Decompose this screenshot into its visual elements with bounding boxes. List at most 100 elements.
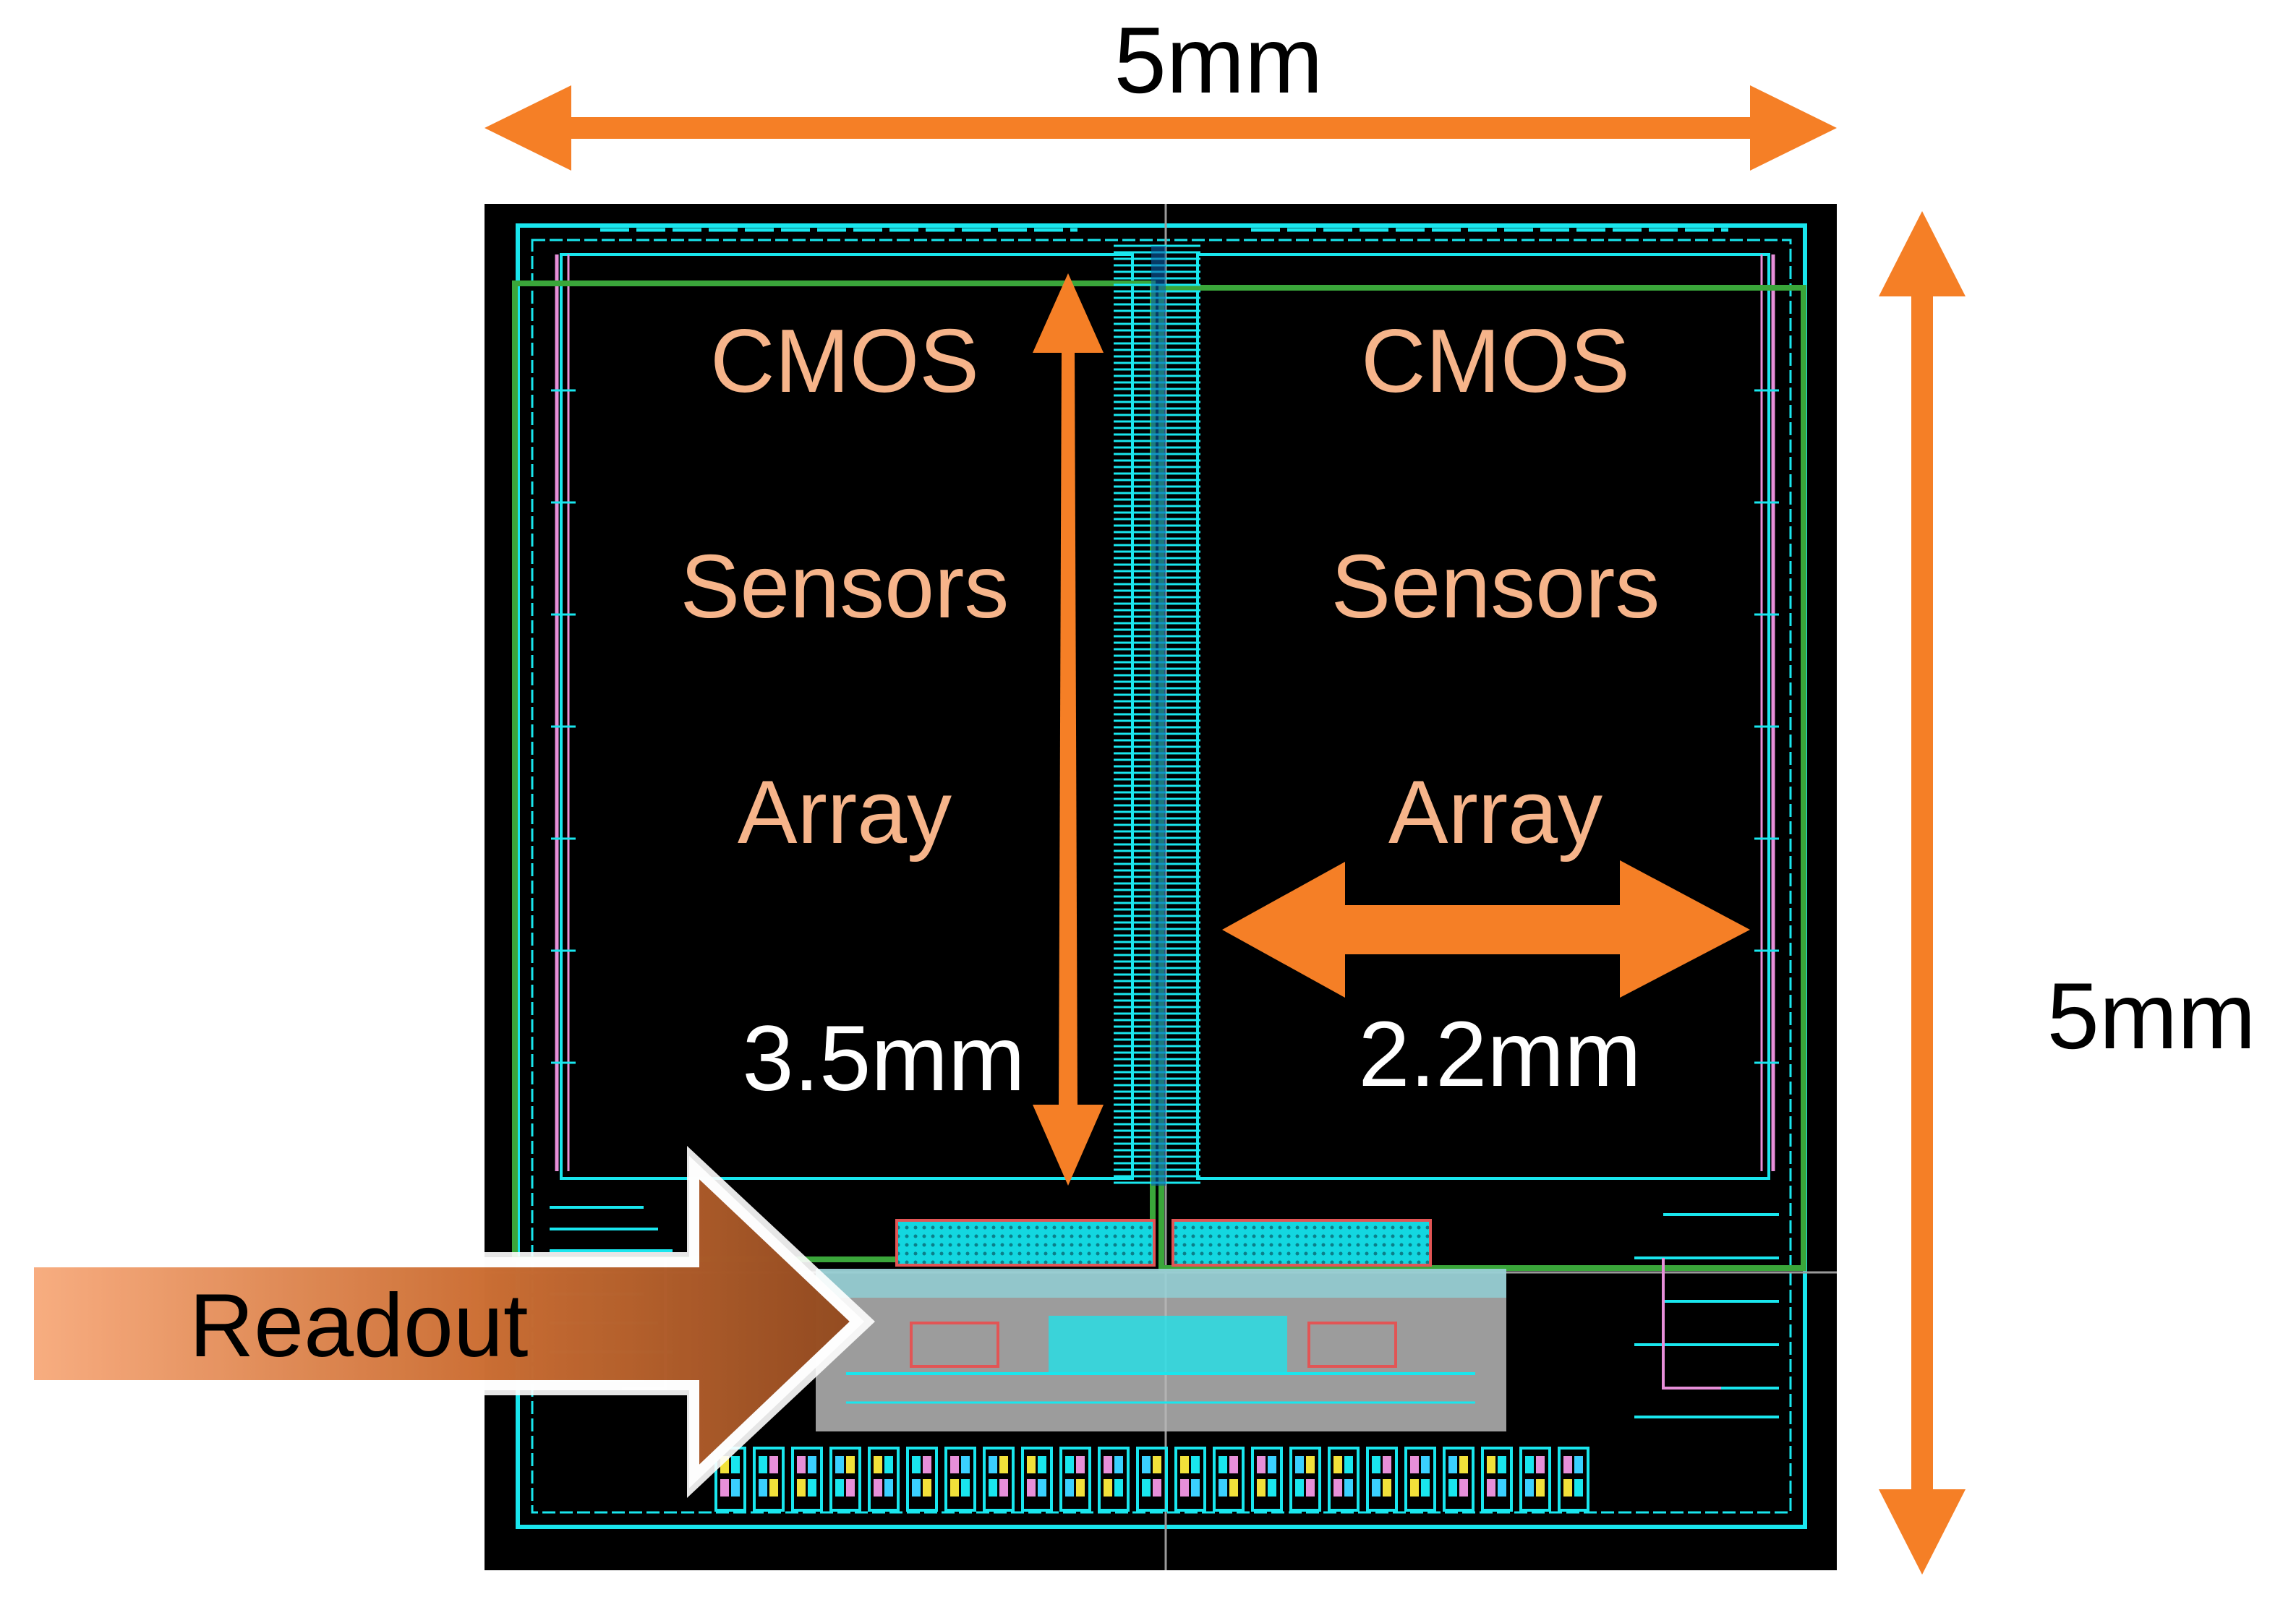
io-pad-cell [1498, 1479, 1506, 1497]
io-pad-cell [961, 1456, 970, 1473]
io-pad-cell [769, 1479, 778, 1497]
io-pad-cell [808, 1479, 816, 1497]
readout-cyan-band [816, 1269, 1506, 1298]
array-height-label: 3.5mm [742, 1007, 1025, 1110]
io-pad-cell [1065, 1456, 1074, 1473]
array-height-arrow [1033, 273, 1104, 1186]
io-pad-cell [1333, 1456, 1342, 1473]
io-pad-cell [1333, 1479, 1342, 1497]
io-pad-cell [1459, 1479, 1468, 1497]
io-pad-cell [999, 1479, 1008, 1497]
io-pad-cell [1153, 1456, 1161, 1473]
readout-label: Readout [189, 1276, 529, 1376]
io-pad [1098, 1447, 1130, 1512]
io-pad-cell [759, 1456, 767, 1473]
io-pad-cell [1344, 1456, 1353, 1473]
io-pad [1289, 1447, 1321, 1512]
io-pad-cell [1191, 1479, 1200, 1497]
io-pad-cell [1104, 1456, 1112, 1473]
io-pad-cell [1076, 1479, 1085, 1497]
io-pad-cell [874, 1456, 882, 1473]
right-array-line-2: Sensors [1331, 537, 1660, 637]
io-pad-cell [759, 1479, 767, 1497]
io-pad-cell [1487, 1456, 1495, 1473]
io-pad-cell [1574, 1456, 1583, 1473]
io-pad-cell [1229, 1479, 1238, 1497]
io-pad-cell [1563, 1456, 1572, 1473]
io-pad [868, 1447, 900, 1512]
io-pad-cell [1525, 1479, 1534, 1497]
io-pad-cell [808, 1456, 816, 1473]
io-pad-cell [989, 1479, 997, 1497]
io-pad-cell [1525, 1456, 1534, 1473]
io-pad-cell [731, 1456, 740, 1473]
io-pad-cell [1104, 1479, 1112, 1497]
io-pad-cell [1153, 1479, 1161, 1497]
io-pad-cell [1065, 1479, 1074, 1497]
io-pad-cell [1372, 1456, 1380, 1473]
io-pad [944, 1447, 976, 1512]
io-pad-cell [1372, 1479, 1380, 1497]
left-array-line-2: Sensors [680, 537, 1010, 637]
pad-strip-left [895, 1219, 1156, 1267]
io-pad-cell [1114, 1479, 1123, 1497]
io-pad-cell [1295, 1479, 1304, 1497]
io-pad-cell [1536, 1456, 1545, 1473]
io-pad-cell [1257, 1479, 1266, 1497]
readout-right-sub [1307, 1322, 1397, 1368]
array-width-label: 2.2mm [1358, 1003, 1641, 1106]
io-pad-cell [923, 1479, 931, 1497]
top-width-arrow [485, 85, 1837, 171]
io-pad-cell [769, 1456, 778, 1473]
io-pad-cell [1219, 1456, 1227, 1473]
io-pad-cell [1295, 1456, 1304, 1473]
io-pad [1136, 1447, 1168, 1512]
io-pad-cell [1268, 1456, 1276, 1473]
io-pad [1443, 1447, 1475, 1512]
io-pad [1251, 1447, 1283, 1512]
io-pad [1519, 1447, 1551, 1512]
seal-ring-inner [531, 239, 1792, 1514]
io-pad-cell [950, 1479, 959, 1497]
io-pad-cell [950, 1456, 959, 1473]
io-pad-cell [1459, 1456, 1468, 1473]
io-pad-cell [1306, 1456, 1315, 1473]
io-pad-cell [835, 1479, 844, 1497]
right-pink-route [1662, 1258, 1721, 1390]
io-pad [829, 1447, 861, 1512]
io-pad [1404, 1447, 1436, 1512]
io-pad-cell [989, 1456, 997, 1473]
io-pad [906, 1447, 938, 1512]
io-pad-cell [912, 1479, 921, 1497]
io-pad-cell [1219, 1479, 1227, 1497]
io-pad-cell [1448, 1456, 1457, 1473]
io-pad-cell [1563, 1479, 1572, 1497]
io-pad-cell [797, 1456, 806, 1473]
io-pad-cell [1410, 1479, 1419, 1497]
io-pad-cell [1142, 1456, 1151, 1473]
io-pad-cell [1027, 1456, 1036, 1473]
io-pad [1366, 1447, 1398, 1512]
right-height-arrow [1879, 211, 1966, 1575]
io-pad-cell [1191, 1456, 1200, 1473]
io-pad-cell [874, 1479, 882, 1497]
left-array-line-3: Array [738, 763, 952, 862]
io-pad-cell [835, 1456, 844, 1473]
io-pad-cell [1383, 1456, 1391, 1473]
io-pad-cell [1114, 1456, 1123, 1473]
io-pad-cell [923, 1456, 931, 1473]
io-pad-cell [1038, 1456, 1046, 1473]
right-array-line-1: CMOS [1361, 312, 1630, 411]
right-height-label: 5mm [2047, 963, 2256, 1069]
io-pad-cell [1344, 1479, 1353, 1497]
io-pad-cell [1268, 1479, 1276, 1497]
io-pad-cell [1383, 1479, 1391, 1497]
io-pad-cell [961, 1479, 970, 1497]
io-pad-cell [1574, 1479, 1583, 1497]
io-pad-cell [1306, 1479, 1315, 1497]
io-pad-cell [731, 1479, 740, 1497]
io-pad-cell [1410, 1456, 1419, 1473]
io-pad-cell [1487, 1479, 1495, 1497]
io-pad-cell [1498, 1456, 1506, 1473]
